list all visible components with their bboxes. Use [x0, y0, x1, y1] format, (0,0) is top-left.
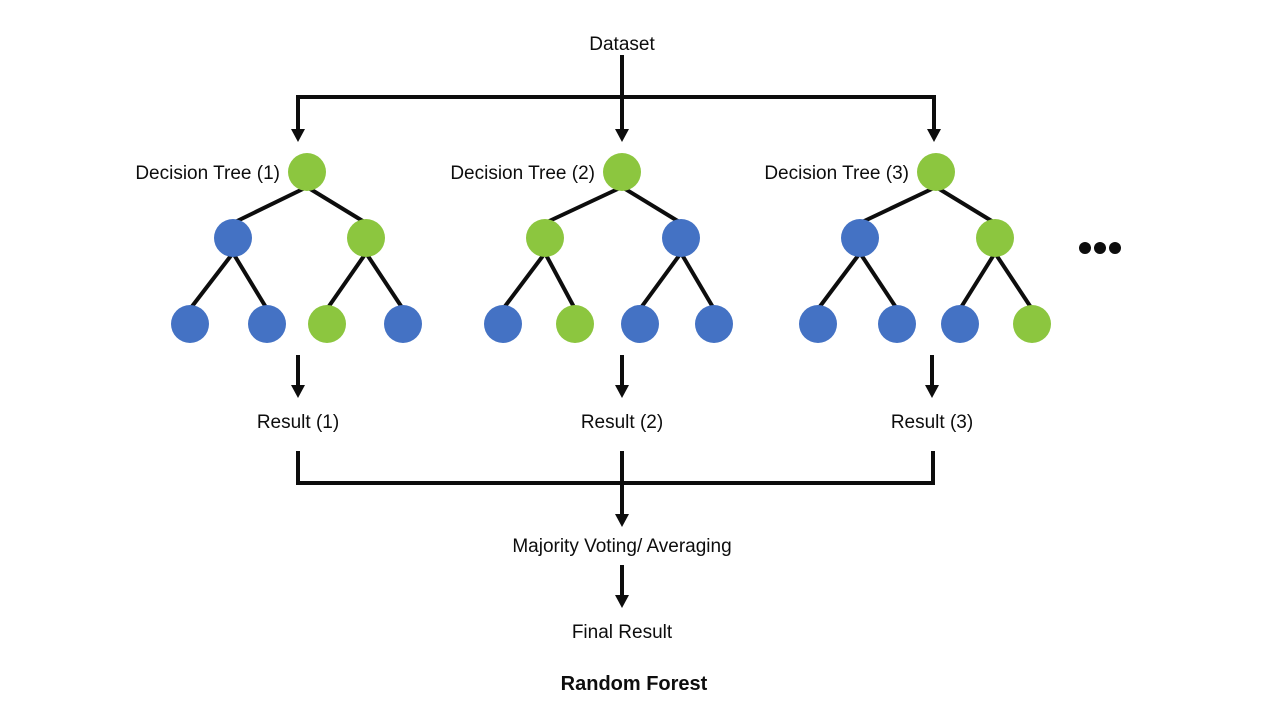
voting-to-final-arrow-head	[615, 595, 629, 608]
tree-3-to-result-arrow-head	[925, 385, 939, 398]
tree-1-edge-node-to-leaf-1	[188, 251, 235, 311]
tree-1-edge-node-to-leaf-2	[231, 251, 269, 311]
tree-3-branch-node-2	[976, 219, 1014, 257]
tree-1-to-result-arrow-head	[291, 385, 305, 398]
tree-2-leaf-node-4	[695, 305, 733, 343]
tree-2-edge-node-to-leaf-1	[501, 251, 547, 311]
tree-2-leaf-node-1	[484, 305, 522, 343]
decision-tree-labels: Decision Tree (1) Decision Tree (2) Decisi…	[135, 163, 909, 184]
tree-1-leaf-node-3	[308, 305, 346, 343]
results-aggregation-bus	[296, 451, 935, 527]
tree-2-edge-root-to-node-2	[620, 185, 683, 225]
decision-tree-3-label: Decision Tree (3)	[764, 163, 909, 184]
tree-3-edge-node-to-leaf-4	[993, 251, 1034, 311]
ellipsis-dot-1	[1079, 242, 1091, 254]
dataset-to-tree-3-arrow-head	[927, 129, 941, 142]
decision-trees-group	[171, 153, 1051, 343]
tree-3-leaf-node-2	[878, 305, 916, 343]
tree-1-edge-root-to-node-2	[305, 185, 368, 225]
decision-tree-1	[171, 153, 422, 343]
tree-2-leaf-node-3	[621, 305, 659, 343]
dataset-distribution-bus	[291, 55, 941, 142]
tree-2-edge-node-to-leaf-4	[679, 251, 716, 311]
tree-1-leaf-node-1	[171, 305, 209, 343]
decision-tree-1-label: Decision Tree (1)	[135, 163, 280, 184]
majority-voting-label: Majority Voting/ Averaging	[512, 536, 731, 557]
result-2-label: Result (2)	[581, 412, 663, 433]
tree-1-branch-node-2	[347, 219, 385, 257]
tree-2-edge-node-to-leaf-2	[543, 252, 577, 310]
tree-3-edge-root-to-node-2	[934, 185, 997, 225]
tree-3-edge-root-to-node-1	[859, 185, 937, 225]
tree-3-root-node	[917, 153, 955, 191]
tree-2-branch-node-2	[662, 219, 700, 257]
dataset-to-tree-1-arrow-head	[291, 129, 305, 142]
dataset-label: Dataset	[589, 34, 655, 55]
tree-2-to-result-arrow-head	[615, 385, 629, 398]
tree-1-edge-node-to-leaf-3	[325, 251, 368, 311]
tree-2-branch-node-1	[526, 219, 564, 257]
tree-3-branch-node-1	[841, 219, 879, 257]
tree-2-edge-node-to-leaf-3	[638, 251, 683, 311]
result-1-label: Result (1)	[257, 412, 339, 433]
tree-1-leaf-node-4	[384, 305, 422, 343]
decision-tree-2-label: Decision Tree (2)	[450, 163, 595, 184]
diagram-title: Random Forest	[561, 673, 708, 695]
result-3-label: Result (3)	[891, 412, 973, 433]
ellipsis-dot-3	[1109, 242, 1121, 254]
tree-3-leaf-node-1	[799, 305, 837, 343]
tree-1-branch-node-1	[214, 219, 252, 257]
tree-1-leaf-node-2	[248, 305, 286, 343]
dataset-to-tree-2-arrow-head	[615, 129, 629, 142]
tree-1-edge-root-to-node-1	[232, 185, 308, 225]
tree-3-leaf-node-4	[1013, 305, 1051, 343]
results-group: Result (1) Result (2) Result (3)	[257, 355, 973, 433]
tree-1-root-node	[288, 153, 326, 191]
ellipsis-dot-2	[1094, 242, 1106, 254]
tree-3-edge-node-to-leaf-3	[958, 251, 997, 311]
tree-2-edge-root-to-node-1	[544, 185, 623, 225]
final-result-label: Final Result	[572, 622, 673, 643]
more-trees-ellipsis-icon	[1079, 242, 1121, 254]
tree-3-edge-node-to-leaf-2	[858, 251, 899, 311]
bus-to-voting-arrow-head	[615, 514, 629, 527]
tree-3-leaf-node-3	[941, 305, 979, 343]
decision-tree-2	[484, 153, 733, 343]
tree-2-leaf-node-2	[556, 305, 594, 343]
tree-3-edge-node-to-leaf-1	[816, 251, 862, 311]
final-result-arrow	[615, 565, 629, 608]
decision-tree-3	[799, 153, 1051, 343]
tree-2-root-node	[603, 153, 641, 191]
tree-1-edge-node-to-leaf-4	[364, 251, 405, 311]
